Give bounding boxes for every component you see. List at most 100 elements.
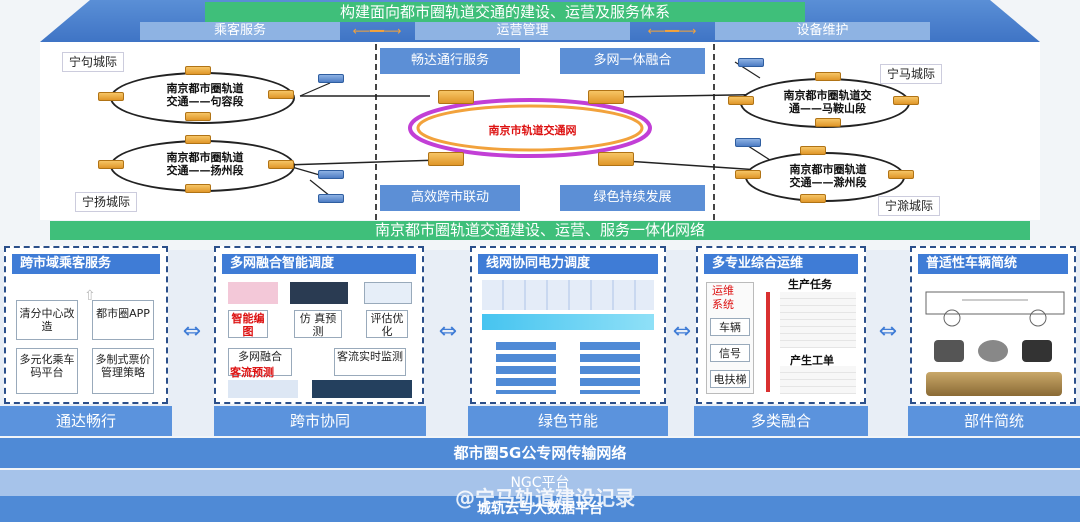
switch-icon	[728, 96, 754, 105]
item-signal: 信号	[710, 344, 750, 362]
footer-collaboration: 跨市协同	[214, 406, 426, 436]
flow-bar	[766, 292, 770, 392]
panel-power-dispatch: 线网协同电力调度	[470, 246, 666, 404]
task-list	[780, 292, 856, 348]
label-production-task: 生产任务	[788, 278, 832, 291]
item-escalator: 电扶梯	[710, 370, 750, 388]
router-icon	[318, 170, 344, 179]
integration-banner: 南京都市圈轨道交通建设、运营、服务一体化网络	[50, 221, 1030, 240]
box-smooth-travel: 畅达通行服务	[380, 48, 520, 74]
arrow-up-icon: ⇧	[84, 288, 96, 304]
box-multi-network-fusion: 多网一体融合	[560, 48, 705, 74]
switch-icon	[185, 184, 211, 193]
item-simulation: 仿 真预测	[294, 310, 342, 338]
router-icon	[318, 74, 344, 83]
panel-passenger-service: 跨市域乘客服务 清分中心改造 都市圈APP 多元化乘车码平台 多制式票价管理策略…	[4, 246, 168, 404]
item-realtime-monitor: 客流实时监测	[334, 348, 406, 376]
panel-smart-dispatch: 多网融合智能调度 智能编图 仿 真预测 评估优化 多网融合 客流预测 客流实时监…	[214, 246, 424, 404]
switch-icon	[800, 194, 826, 203]
ngc-platform-bar: NGC平台	[0, 470, 1080, 496]
ring-label-yangzhou: 南京都市圈轨道 交通——扬州段	[166, 151, 244, 177]
thumbnail-image	[228, 282, 278, 304]
tab-passenger-service: 乘客服务	[140, 22, 340, 40]
panel-title: 普适性车辆简统	[918, 254, 1068, 274]
item-ride-code: 多元化乘车码平台	[16, 348, 78, 394]
switch-icon	[888, 170, 914, 179]
router-icon	[735, 138, 761, 147]
ring-label-jurong: 南京都市圈轨道 交通——句容段	[166, 82, 244, 108]
item-evaluation: 评估优化	[366, 310, 408, 338]
footer-smooth: 通达畅行	[0, 406, 172, 436]
line-label-ningju: 宁句城际	[62, 52, 125, 72]
switch-icon	[98, 160, 124, 169]
network-5g-bar: 都市圈5G公专网传输网络	[0, 438, 1080, 468]
center-ring-label: 南京市轨道交通网	[488, 124, 577, 137]
ring-label-chuzhou: 南京都市圈轨道 交通——滁州段	[789, 163, 867, 189]
order-list	[780, 366, 856, 394]
panel-vehicle: 普适性车辆简统	[910, 246, 1076, 404]
switch-icon	[185, 66, 211, 75]
double-arrow-icon: ⟵━━⟶	[352, 24, 402, 38]
core-switch-icon	[588, 90, 624, 104]
switch-icon	[815, 118, 841, 127]
item-vehicle: 车辆	[710, 318, 750, 336]
double-arrow-icon: ⟵━━⟶	[647, 24, 697, 38]
bidirectional-arrow-icon: ⇔	[672, 319, 692, 344]
label-om: 运维	[712, 284, 734, 297]
switch-icon	[735, 170, 761, 179]
ring-label-maanshan: 南京都市圈轨道交 通——马鞍山段	[783, 89, 872, 115]
switch-icon	[800, 146, 826, 155]
power-bus	[482, 314, 654, 330]
label-work-order: 产生工单	[790, 354, 834, 367]
switch-icon	[185, 112, 211, 121]
line-label-ningma: 宁马城际	[880, 64, 943, 84]
footer-energy: 绿色节能	[468, 406, 668, 436]
router-icon	[738, 58, 764, 67]
core-switch-icon	[438, 90, 474, 104]
power-substation	[496, 342, 556, 394]
panel-title: 线网协同电力调度	[478, 254, 658, 274]
core-switch-icon	[598, 152, 634, 166]
thumbnail-image	[364, 282, 412, 304]
watermark: @宁马轨道建设记录	[455, 486, 635, 510]
panel-title: 多网融合智能调度	[222, 254, 416, 274]
train-image	[926, 372, 1062, 396]
divider	[375, 44, 377, 220]
switch-icon	[185, 135, 211, 144]
panel-title: 多专业综合运维	[704, 254, 858, 274]
panel-om: 多专业综合运维 运维 系统 生产任务 车辆 信号 产生工单 电扶梯	[696, 246, 866, 404]
core-switch-icon	[428, 152, 464, 166]
switch-icon	[893, 96, 919, 105]
item-flow-forecast: 客流预测	[230, 366, 274, 379]
item-smart-graph: 智能编图	[228, 310, 268, 338]
panel-title: 跨市域乘客服务	[12, 254, 160, 274]
bidirectional-arrow-icon: ⇔	[878, 319, 898, 344]
line-label-ningchu: 宁滁城际	[878, 196, 941, 216]
switch-icon	[98, 92, 124, 101]
item-fare-policy: 多制式票价管理策略	[92, 348, 154, 394]
bidirectional-arrow-icon: ⇔	[438, 319, 458, 344]
tab-equipment-maintenance: 设备维护	[715, 22, 930, 40]
footer-fusion: 多类融合	[694, 406, 868, 436]
divider	[713, 44, 715, 220]
item-multi-network: 多网融合	[228, 348, 292, 376]
bidirectional-arrow-icon: ⇔	[182, 319, 202, 344]
router-icon	[318, 194, 344, 203]
component-icon	[1022, 340, 1052, 362]
component-icon	[978, 340, 1008, 362]
box-green-development: 绿色持续发展	[560, 185, 705, 211]
cloud-platform-bar: 城轨云与大数据平台	[0, 496, 1080, 522]
bogie-diagram	[925, 291, 1065, 327]
item-clearing: 清分中心改造	[16, 300, 78, 340]
tab-operation-management: 运营管理	[415, 22, 630, 40]
item-app: 都市圈APP	[92, 300, 154, 340]
thumbnail-image	[228, 380, 298, 398]
switch-icon	[815, 72, 841, 81]
switch-icon	[268, 160, 294, 169]
main-title: 构建面向都市圈轨道交通的建设、运营及服务体系	[205, 2, 805, 22]
box-cross-city: 高效跨市联动	[380, 185, 520, 211]
line-label-ningyang: 宁扬城际	[75, 192, 138, 212]
component-icon	[934, 340, 964, 362]
thumbnail-image	[312, 380, 412, 398]
label-system: 系统	[712, 298, 734, 311]
